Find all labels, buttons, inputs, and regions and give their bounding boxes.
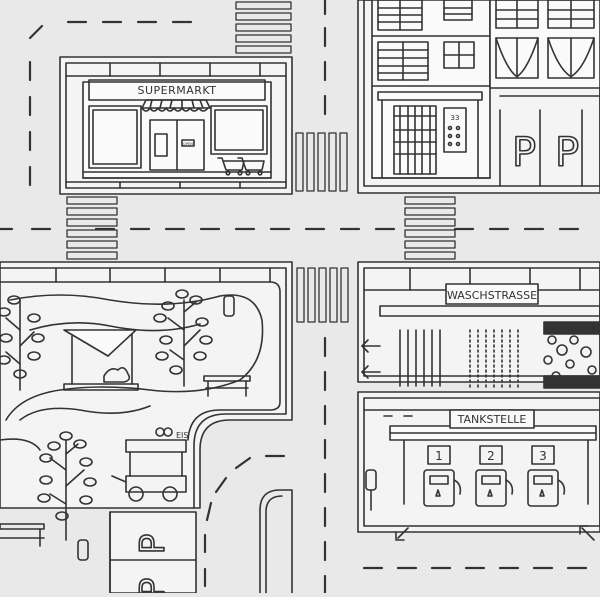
gas-station-sign: TANKSTELLE [457, 413, 527, 426]
arrow-down-left-icon [395, 527, 409, 541]
crosswalk-center-lower [296, 267, 349, 323]
crosswalk-center-upper [295, 132, 348, 192]
car-wash-block [357, 261, 600, 389]
tree-icon [37, 431, 97, 541]
supermarket-block [59, 56, 293, 195]
ice-cream-sign: EIS [176, 431, 189, 440]
arrow-left-icon [361, 339, 381, 353]
parking-sign-top-2: P [555, 130, 579, 176]
gas-station-block [357, 391, 600, 541]
apartment-building [357, 0, 600, 194]
pump-number-3: 3 [539, 449, 547, 463]
crosswalk-left-upper [66, 196, 118, 260]
house-number: 33 [451, 114, 460, 122]
road-markings [0, 0, 588, 595]
lower-road-dashes [203, 454, 286, 588]
top-road-dashes [28, 20, 193, 40]
arrow-up-left-icon [579, 525, 595, 541]
crosswalk-right-upper [404, 196, 456, 260]
tree-icon [153, 289, 213, 387]
parking-sign-bottom-2: P [133, 578, 173, 593]
ice-cream-cart [111, 427, 187, 502]
crosswalk-top [235, 1, 292, 54]
car-wash-sign: WASCHSTRASSE [447, 289, 537, 302]
shopping-cart-icon [217, 157, 265, 176]
park-block [0, 261, 293, 561]
lower-center-lot [109, 489, 293, 594]
shop-door-sign: OPEN [183, 142, 193, 146]
crosswalks [66, 1, 456, 323]
supermarket-sign: SUPERMARKT [138, 84, 217, 97]
parking-sign-bottom-1: P [133, 534, 173, 555]
tree-icon [0, 295, 45, 391]
parking-sign-top-1: P [512, 130, 536, 176]
pump-number-1: 1 [435, 449, 443, 463]
arrow-left-icon [361, 365, 381, 379]
pump-number-2: 2 [487, 449, 495, 463]
